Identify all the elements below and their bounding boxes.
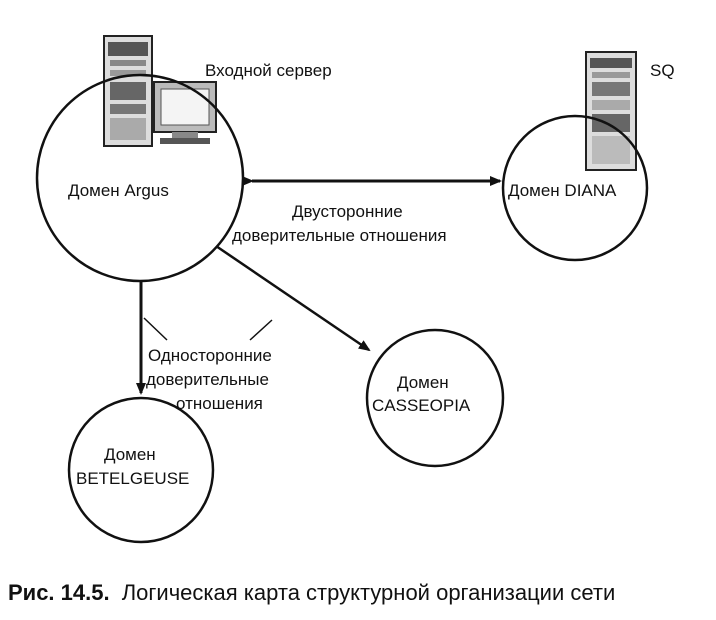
domain-diana-label: Домен DIANA (508, 181, 617, 200)
one-way-trust-label-line3: отношения (176, 394, 263, 413)
domain-diana-circle (501, 114, 649, 262)
domain-casseopia-label-line2: CASSEOPIA (372, 396, 471, 415)
figure-caption-text: Логическая карта структурной организации… (122, 580, 616, 605)
label-pointer-right (249, 319, 273, 341)
domain-betelgeuse-label-line2: BETELGEUSE (76, 469, 189, 488)
figure-caption-label: Рис. 14.5. (8, 580, 110, 605)
figure-caption: Рис. 14.5. Логическая карта структурной … (8, 580, 615, 605)
label-pointer-left (143, 317, 168, 341)
domain-argus-label: Домен Argus (68, 181, 169, 200)
domain-betelgeuse-label-line1: Домен (104, 445, 156, 464)
server-rack-icon (585, 51, 637, 171)
two-way-trust-label-line1: Двусторонние (292, 202, 403, 221)
server-tower-icon (103, 35, 153, 147)
sq-label: SQ (650, 61, 675, 80)
one-way-trust-label-line1: Односторонние (148, 346, 272, 365)
server-label: Входной сервер (205, 61, 332, 80)
domain-casseopia-circle (365, 328, 505, 468)
one-way-trust-label-line2: доверительные (146, 370, 269, 389)
monitor-icon (153, 81, 217, 144)
domain-casseopia-label-line1: Домен (397, 373, 449, 392)
two-way-trust-label-line2: доверительные отношения (232, 226, 447, 245)
one-way-trust-arrow-casseopia (215, 244, 371, 352)
domain-betelgeuse-circle (67, 396, 215, 544)
